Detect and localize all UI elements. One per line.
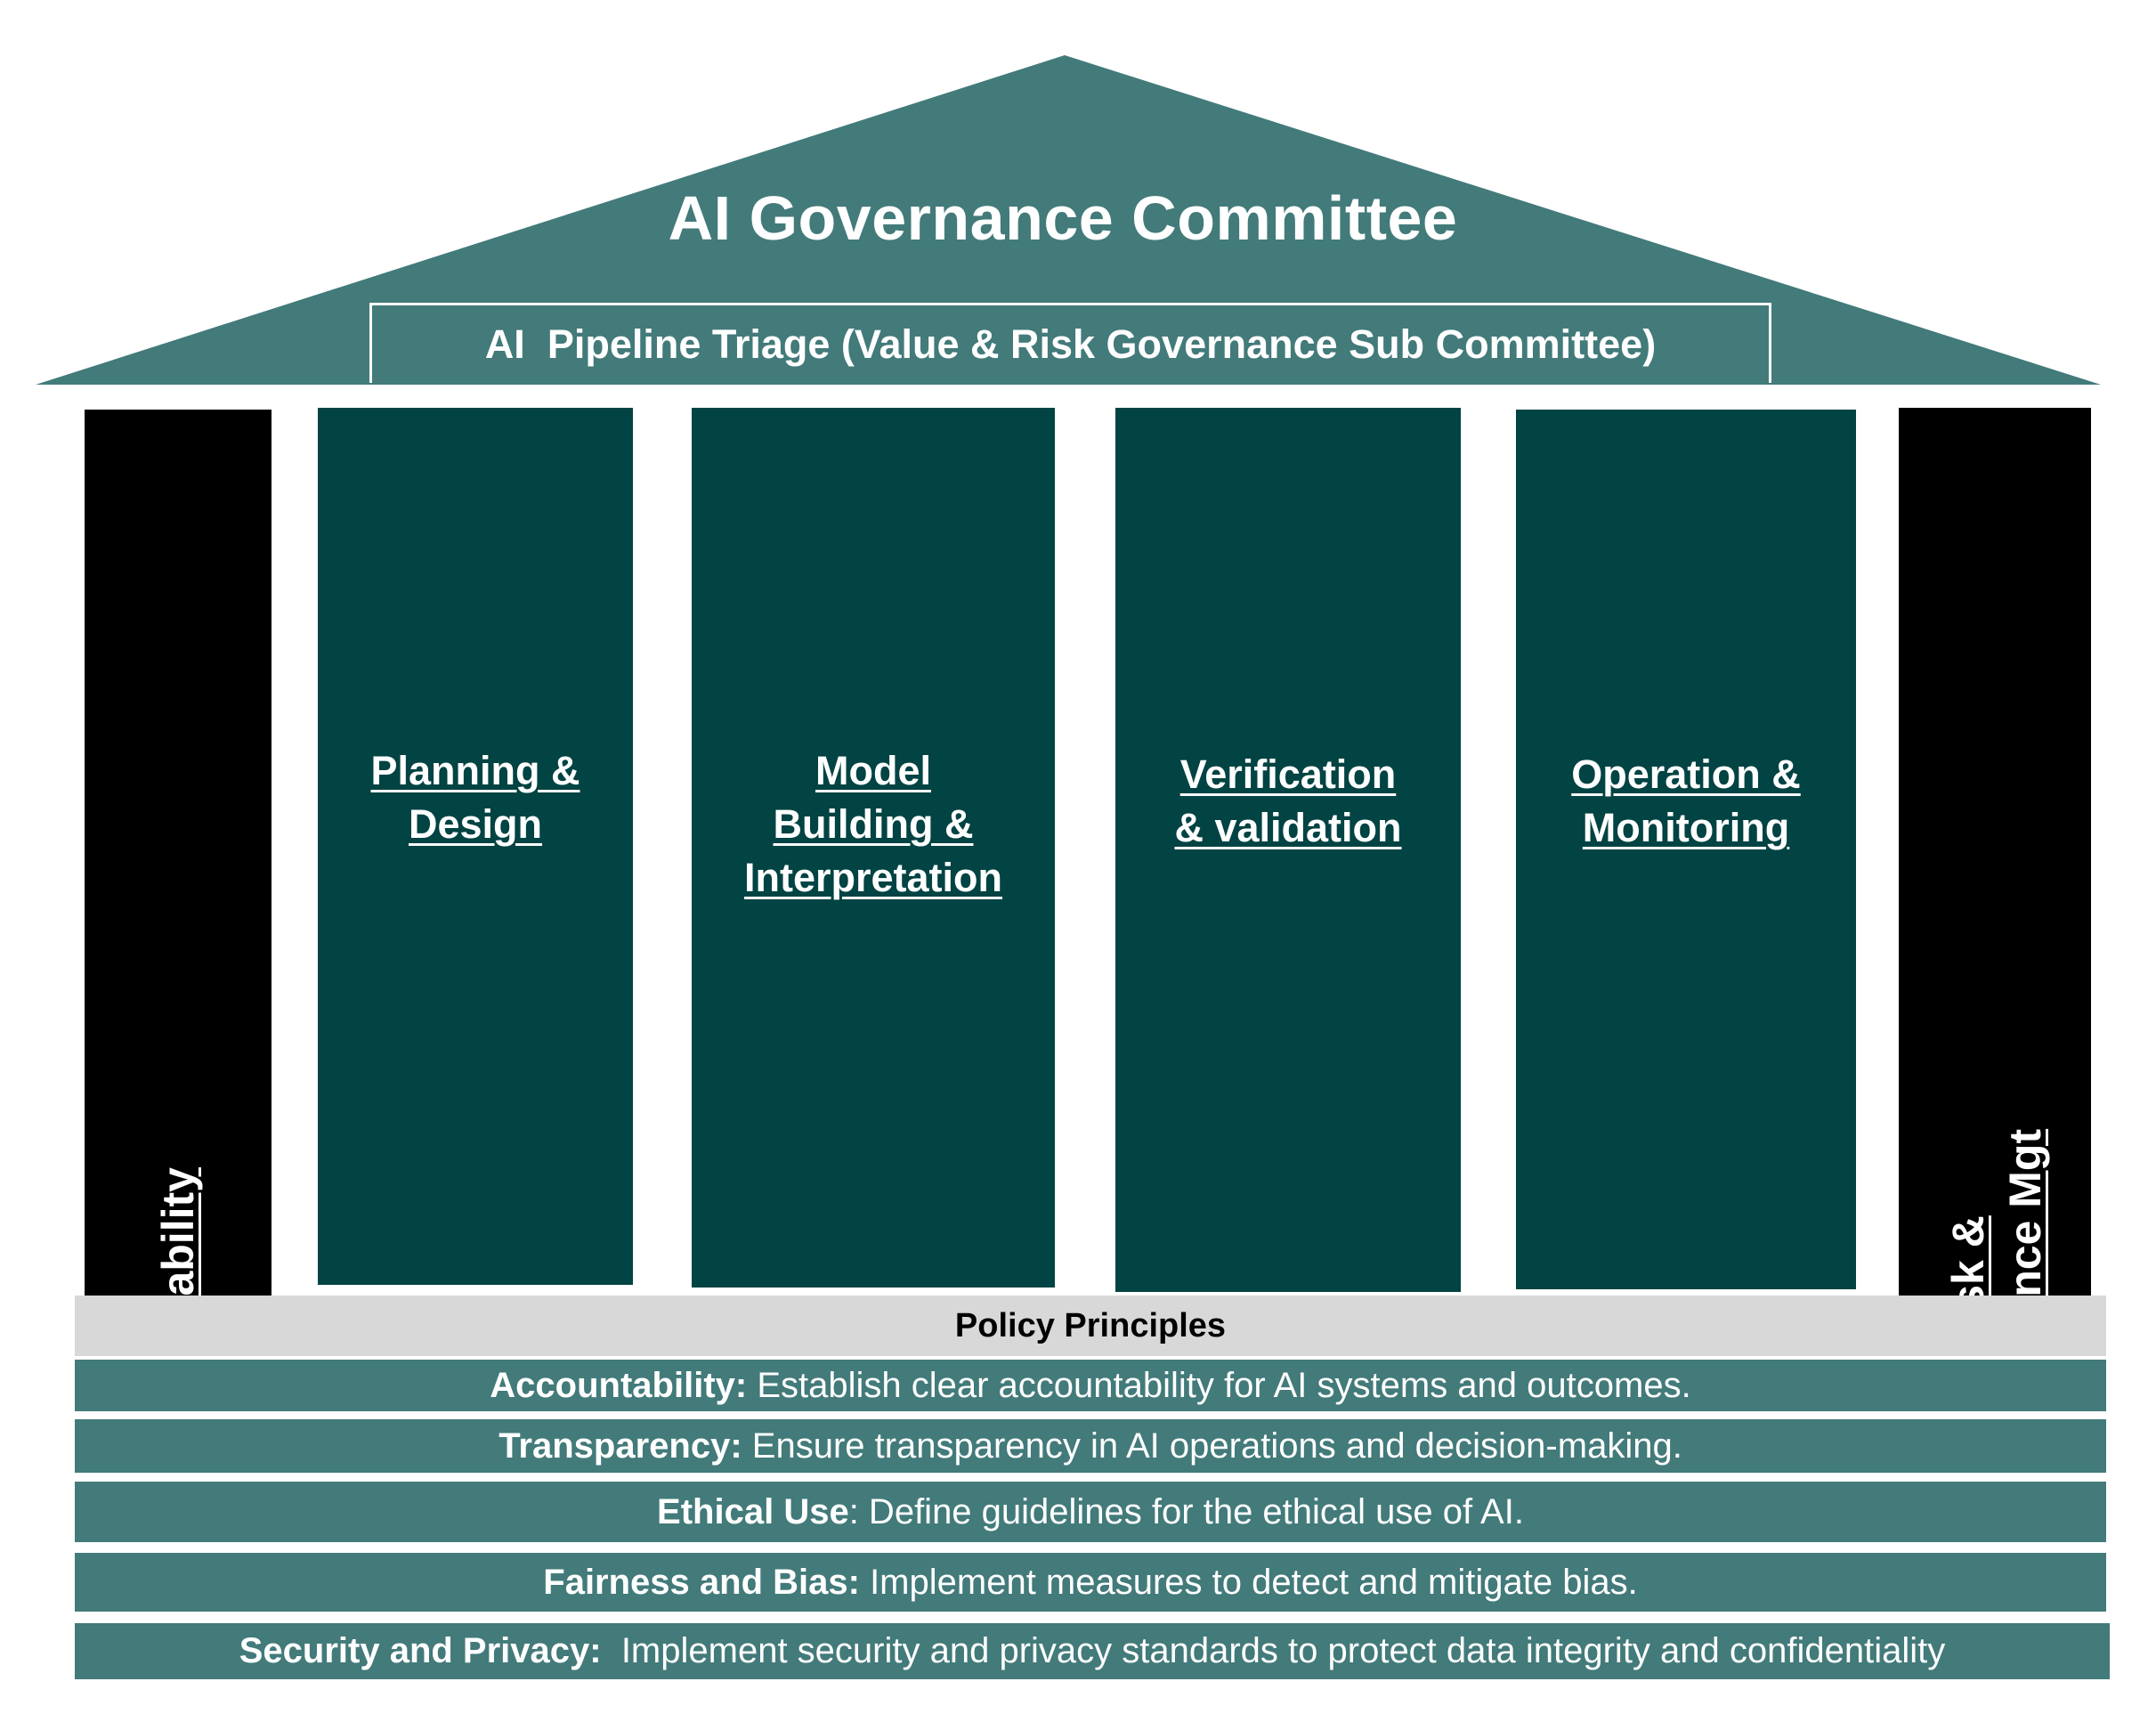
pillar-label-line: Monitoring	[1582, 805, 1790, 850]
pillar-verification-validation: Verification & validation	[1115, 408, 1461, 1292]
pillar-label-line: & validation	[1174, 805, 1402, 850]
pillar-model-building-label: Model Building & Interpretation	[692, 744, 1055, 905]
roof-triangle	[36, 55, 2101, 385]
pillar-label-line: Design	[408, 801, 543, 847]
pillar-label-line: Verification	[1179, 751, 1397, 797]
principle-security-privacy: Security and Privacy: Implement security…	[75, 1623, 2110, 1679]
pillar-capability: Capability	[85, 410, 272, 1380]
committee-title: AI Governance Committee	[668, 183, 1458, 253]
principle-text: : Define guidelines for the ethical use …	[848, 1491, 1524, 1531]
principle-name: Ethical Use	[657, 1491, 849, 1531]
principle-name: Fairness and Bias:	[543, 1562, 860, 1602]
principle-transparency: Transparency: Ensure transparency in AI …	[75, 1419, 2106, 1473]
pillar-label-line: Model	[815, 748, 931, 793]
principle-text: Implement measures to detect and mitigat…	[859, 1562, 1638, 1602]
pillar-label-line: Interpretation	[743, 855, 1003, 900]
principle-text: Ensure transparency in AI operations and…	[742, 1426, 1682, 1466]
principle-fairness-bias: Fairness and Bias: Implement measures to…	[75, 1553, 2106, 1612]
pillar-risk-resilience: Risk & Resilience Mgt	[1899, 408, 2091, 1441]
principle-accountability: Accountability: Establish clear accounta…	[75, 1360, 2106, 1411]
pillar-planning-design: Planning & Design	[318, 408, 633, 1285]
policy-principles-header: Policy Principles	[75, 1296, 2106, 1356]
principle-name: Security and Privacy:	[239, 1631, 602, 1670]
principle-text: Establish clear accountability for AI sy…	[747, 1365, 1691, 1405]
principle-text: Implement security and privacy standards…	[601, 1631, 1946, 1670]
principle-ethical-use: Ethical Use: Define guidelines for the e…	[75, 1482, 2106, 1542]
pillar-model-building: Model Building & Interpretation	[692, 408, 1055, 1288]
pillar-operation-monitoring: Operation & Monitoring	[1516, 410, 1856, 1289]
pillar-label-line: Planning &	[370, 748, 580, 793]
pillar-planning-design-label: Planning & Design	[318, 744, 633, 851]
principle-name: Accountability:	[490, 1365, 748, 1405]
pillar-label-line: Building &	[773, 801, 974, 847]
pillar-label-line: Operation &	[1571, 751, 1801, 797]
pillar-verification-validation-label: Verification & validation	[1115, 748, 1461, 855]
pillar-operation-monitoring-label: Operation & Monitoring	[1516, 748, 1856, 855]
principle-name: Transparency:	[498, 1426, 742, 1466]
triage-subcommittee-box: AI Pipeline Triage (Value & Risk Governa…	[369, 303, 1771, 383]
